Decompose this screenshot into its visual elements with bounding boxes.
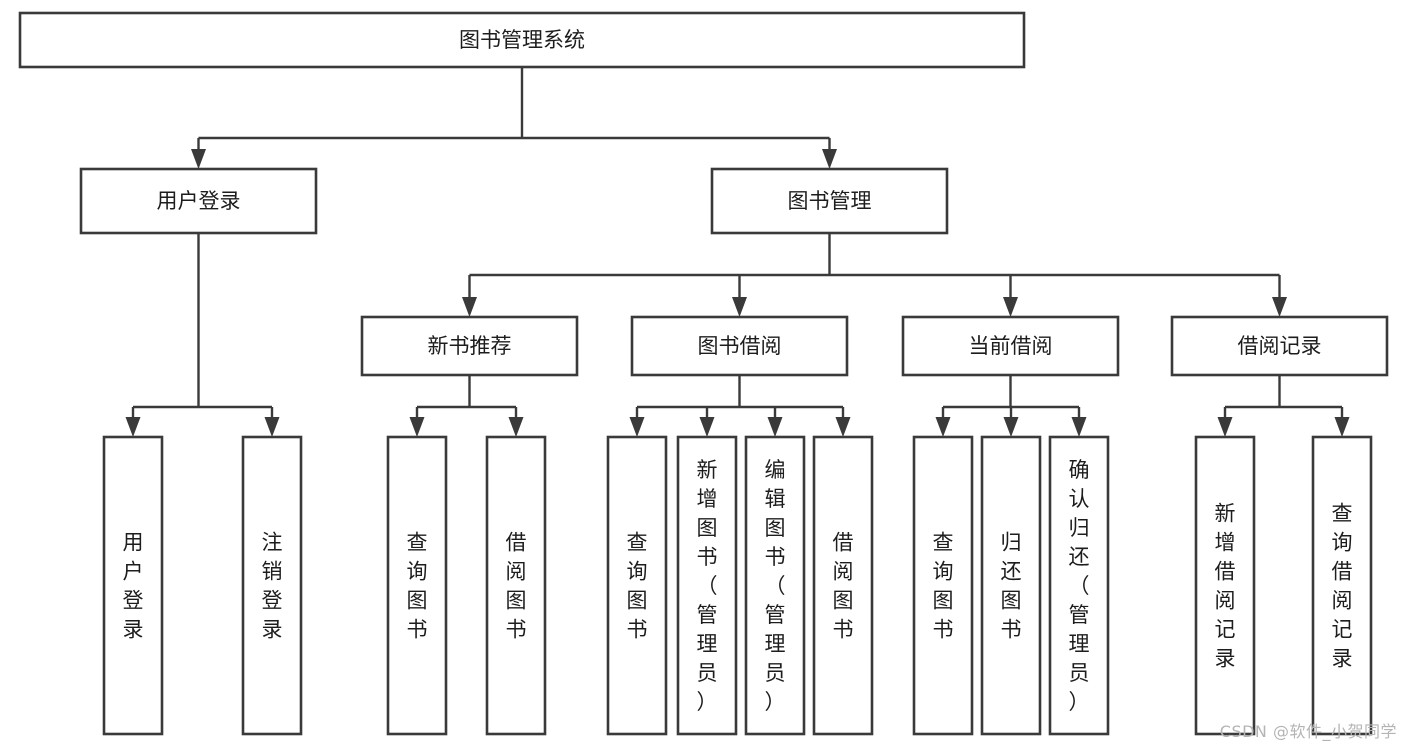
leaf-box[interactable] (744, 435, 806, 736)
arrow-down-icon (699, 417, 715, 437)
level2-node[interactable]: 用户登录 (79, 167, 318, 235)
level3-box[interactable] (630, 315, 849, 377)
leaf-node[interactable]: 查询图书 (606, 435, 668, 736)
leaf-box[interactable] (1311, 435, 1373, 736)
level2-node[interactable]: 图书管理 (710, 167, 949, 235)
leaf-node[interactable]: 新增借阅记录 (1194, 435, 1256, 736)
leaf-label: 新增借阅记录 (1215, 502, 1236, 671)
arrow-down-icon (264, 417, 280, 437)
leaf-box[interactable] (386, 435, 448, 736)
level3-label: 新书推荐 (428, 334, 512, 358)
arrow-down-icon (767, 417, 783, 437)
leaf-box[interactable] (1194, 435, 1256, 736)
arrow-down-icon (1003, 417, 1019, 437)
leaf-label: 注销登录 (262, 531, 283, 642)
root-node[interactable]: 图书管理系统 (18, 11, 1026, 69)
level3-node[interactable]: 新书推荐 (360, 315, 579, 377)
arrow-down-icon (125, 417, 141, 437)
arrow-down-icon (732, 297, 747, 317)
leaf-label: 查询图书 (933, 531, 954, 642)
leaf-box[interactable] (676, 435, 738, 736)
level2-box[interactable] (710, 167, 949, 235)
level2-box[interactable] (79, 167, 318, 235)
leaf-node[interactable]: 查询借阅记录 (1311, 435, 1373, 736)
leaf-node[interactable]: 借阅图书 (485, 435, 547, 736)
leaf-label: 用户登录 (123, 531, 144, 642)
arrow-down-icon (1003, 297, 1018, 317)
node-layer: 图书管理系统用户登录图书管理新书推荐图书借阅当前借阅借阅记录用户登录注销登录查询… (18, 11, 1389, 736)
leaf-box[interactable] (606, 435, 668, 736)
level3-box[interactable] (901, 315, 1120, 377)
level3-node[interactable]: 当前借阅 (901, 315, 1120, 377)
leaf-label: 确认归还（管理员） (1069, 458, 1090, 714)
leaf-node[interactable]: 新增图书（管理员） (676, 435, 738, 736)
leaf-node[interactable]: 查询图书 (386, 435, 448, 736)
leaf-box[interactable] (241, 435, 303, 736)
leaf-box[interactable] (1048, 435, 1110, 736)
arrow-down-icon (1272, 297, 1287, 317)
leaf-node[interactable]: 用户登录 (102, 435, 164, 736)
level3-box[interactable] (360, 315, 579, 377)
leaf-node[interactable]: 确认归还（管理员） (1048, 435, 1110, 736)
arrow-down-icon (191, 149, 206, 169)
leaf-node[interactable]: 编辑图书（管理员） (744, 435, 806, 736)
leaf-box[interactable] (812, 435, 874, 736)
leaf-label: 归还图书 (1001, 531, 1022, 642)
leaf-box[interactable] (912, 435, 974, 736)
leaf-label: 新增图书（管理员） (697, 458, 718, 714)
leaf-node[interactable]: 查询图书 (912, 435, 974, 736)
level3-box[interactable] (1170, 315, 1389, 377)
leaf-box[interactable] (980, 435, 1042, 736)
level2-label: 图书管理 (788, 189, 872, 213)
arrow-down-icon (409, 417, 425, 437)
level3-node[interactable]: 借阅记录 (1170, 315, 1389, 377)
leaf-label: 查询图书 (407, 531, 428, 642)
leaf-label: 查询图书 (627, 531, 648, 642)
leaf-label: 编辑图书（管理员） (765, 458, 786, 714)
leaf-box[interactable] (485, 435, 547, 736)
csdn-watermark: CSDN @软件_小贺同学 (1219, 722, 1397, 741)
arrow-down-icon (462, 297, 477, 317)
level3-node[interactable]: 图书借阅 (630, 315, 849, 377)
level2-label: 用户登录 (157, 189, 241, 213)
arrow-down-icon (508, 417, 524, 437)
arrow-down-icon (629, 417, 645, 437)
arrow-down-icon (822, 149, 837, 169)
leaf-node[interactable]: 注销登录 (241, 435, 303, 736)
leaf-label: 借阅图书 (833, 531, 854, 642)
arrow-down-icon (1071, 417, 1087, 437)
level3-label: 借阅记录 (1238, 334, 1322, 358)
leaf-label: 借阅图书 (506, 531, 527, 642)
root-label: 图书管理系统 (459, 28, 585, 52)
arrow-down-icon (1217, 417, 1233, 437)
root-box[interactable] (18, 11, 1026, 69)
level3-label: 图书借阅 (698, 334, 782, 358)
arrow-down-icon (935, 417, 951, 437)
leaf-label: 查询借阅记录 (1332, 502, 1353, 671)
connector-layer (125, 67, 1350, 437)
leaf-box[interactable] (102, 435, 164, 736)
arrow-down-icon (1334, 417, 1350, 437)
level3-label: 当前借阅 (969, 334, 1053, 358)
arrow-down-icon (835, 417, 851, 437)
leaf-node[interactable]: 借阅图书 (812, 435, 874, 736)
leaf-node[interactable]: 归还图书 (980, 435, 1042, 736)
